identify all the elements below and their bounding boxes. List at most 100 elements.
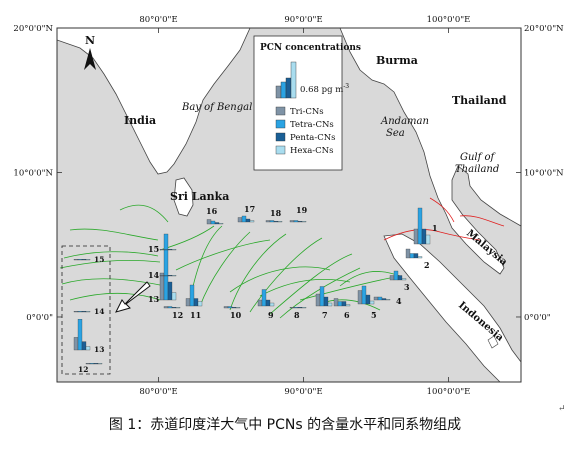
inset-bar-site-12-tetra (89, 363, 95, 365)
trajectory-red (459, 215, 505, 227)
lat-label-right: 0°0'0" (524, 313, 551, 323)
legend-scale-bar-tetra (280, 81, 287, 99)
label-andaman-sea: Andaman Sea (380, 116, 432, 139)
trajectory-green (59, 259, 161, 269)
site-label-7: 7 (322, 310, 328, 320)
bar-site-7-hexa (327, 302, 333, 307)
label-sri-lanka: Sri Lanka (170, 190, 229, 203)
bar-site-17-tetra (241, 215, 247, 223)
inset-bar-site-15-hexa (85, 259, 91, 261)
legend-scale-superscript: -3 (343, 83, 349, 90)
site-label-11: 11 (190, 310, 201, 320)
bar-site-3-penta (397, 275, 403, 281)
inset-label-15: 15 (94, 255, 104, 264)
bar-site-10-tetra (227, 306, 233, 309)
lon-label-bottom: 80°0'0"E (139, 387, 177, 397)
inset-label-12: 12 (78, 365, 88, 374)
inset-bar-site-12-penta (93, 363, 99, 365)
trajectory-green (229, 266, 331, 293)
legend-item-label: Penta-CNs (290, 133, 336, 143)
bar-site-10-hexa (235, 307, 241, 309)
legend-swatch-1 (275, 119, 286, 129)
bar-site-13-tetra (163, 233, 169, 301)
label-thailand: Thailand (452, 94, 507, 107)
bar-site-6-hexa (345, 304, 351, 307)
bar-site-2-tri (405, 248, 411, 259)
bar-site-9-tri (257, 299, 263, 307)
inset-bar-site-15-tri (73, 259, 79, 261)
bar-site-12-tetra (167, 306, 173, 309)
trajectory-green (249, 237, 323, 313)
bar-site-18-hexa (277, 221, 283, 223)
bar-site-12-tri (163, 306, 169, 309)
bar-site-3-tri (389, 275, 395, 281)
site-label-19: 19 (296, 205, 308, 215)
inset-bar-site-13-tri (73, 337, 79, 351)
legend-item-label: Tri-CNs (290, 107, 324, 117)
inset-bar-site-14-tetra (77, 311, 83, 313)
label-india: India (124, 114, 156, 127)
legend-scale-bar-hexa (290, 61, 297, 99)
label-burma: Burma (376, 54, 418, 67)
north-arrow: N (84, 34, 96, 70)
bar-site-3-hexa (401, 278, 407, 281)
bar-site-15-penta (167, 249, 173, 251)
india-land (56, 27, 251, 175)
inset-bar-site-12-hexa (97, 363, 103, 365)
bar-site-2-penta (413, 253, 419, 259)
bar-site-15-hexa (171, 249, 177, 251)
lat-label-right: 10°0'0"N (524, 168, 564, 178)
site-label-8: 8 (294, 310, 300, 320)
lon-label-top: 100°0'0"E (427, 15, 471, 25)
small-island (487, 335, 499, 349)
label-gulf-of-thailand: Gulf of Thailand (455, 152, 499, 175)
site-label-6: 6 (344, 310, 350, 320)
legend-scale-bar-penta (285, 77, 292, 99)
bar-site-4-hexa (385, 299, 391, 301)
site-label-16: 16 (206, 206, 218, 216)
trajectory-green (279, 267, 361, 319)
site-label-5: 5 (371, 310, 377, 320)
bar-site-6-tri (333, 298, 339, 307)
bar-site-8-penta (297, 307, 303, 309)
site-label-1: 1 (432, 223, 438, 233)
inset-bar-site-15-tetra (77, 259, 83, 261)
sri-lanka-land (173, 177, 194, 217)
trajectory-green (63, 251, 159, 259)
bar-site-13-penta (167, 281, 173, 301)
trajectory-green (199, 231, 251, 307)
bar-site-9-hexa (269, 302, 275, 307)
lat-label-left: 10°0'0"N (13, 168, 53, 178)
bar-site-19-penta (297, 221, 303, 223)
bar-site-17-penta (245, 218, 251, 223)
bar-site-9-tetra (261, 289, 267, 307)
legend-swatch-3 (275, 145, 286, 155)
bar-site-18-tri (265, 220, 271, 223)
site-label-3: 3 (404, 282, 410, 292)
bar-site-18-tetra (269, 220, 275, 223)
bar-site-13-tri (159, 272, 165, 301)
bar-site-9-penta (265, 299, 271, 307)
lon-label-bottom: 90°0'0"E (284, 387, 322, 397)
legend-item-label: Tetra-CNs (290, 120, 334, 130)
bar-site-16-tetra (210, 220, 216, 225)
bar-site-15-tetra (163, 249, 169, 251)
bar-site-10-penta (231, 307, 237, 309)
label-bay-of-bengal: Bay of Bengal (181, 102, 252, 113)
bar-site-7-penta (323, 296, 329, 307)
bar-site-8-tri (289, 307, 295, 309)
bar-site-15-tri (159, 249, 165, 251)
site-label-17: 17 (244, 204, 255, 214)
bar-site-4-tetra (377, 296, 383, 301)
bar-site-16-hexa (218, 223, 224, 225)
bar-site-10-tri (223, 306, 229, 309)
bar-site-2-tetra (409, 253, 415, 259)
bar-site-1-hexa (425, 234, 431, 245)
trajectory-green (269, 253, 353, 315)
inset-bar-site-14-hexa (85, 311, 91, 313)
bar-site-5-hexa (369, 300, 375, 305)
bar-site-8-tetra (293, 307, 299, 309)
bar-site-5-penta (365, 294, 371, 305)
